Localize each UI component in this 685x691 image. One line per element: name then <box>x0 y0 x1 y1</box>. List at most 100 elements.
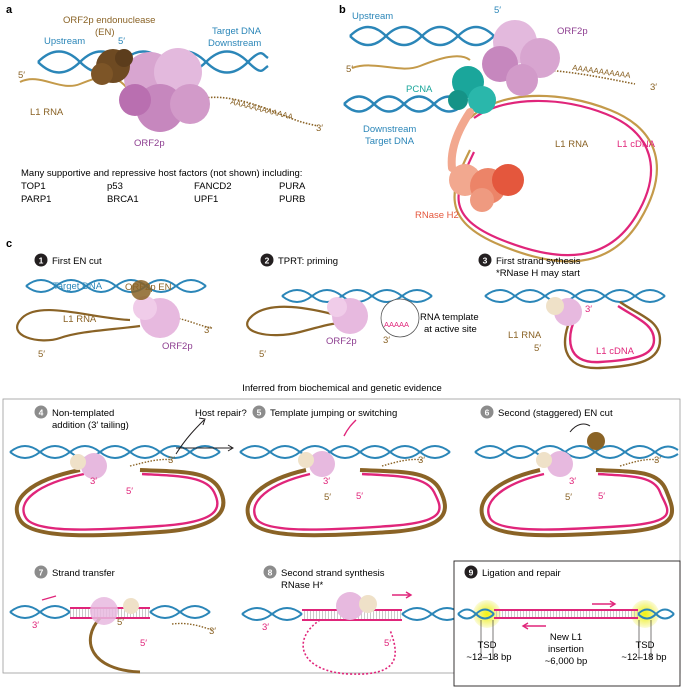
step-number: 2 <box>265 256 270 266</box>
panel-a-5prime-top-label: 5′ <box>118 36 125 47</box>
panel-a-en-domain <box>91 49 133 85</box>
step1-orf2p-en-label: ORF2p EN <box>125 282 172 293</box>
step-8: 8 Second strand synthesis RNase H* 3′ 5′ <box>241 565 463 675</box>
new-l1-label: New L1 <box>550 632 582 643</box>
step5-5prime-rna-label: 5′ <box>324 492 331 503</box>
step1-l1-rna-label: L1 RNA <box>63 314 97 325</box>
panel-a-orf2p-protein <box>119 48 210 132</box>
panel-b-orf2p-protein <box>482 20 560 96</box>
host-factor: PURB <box>279 194 305 205</box>
panel-b-pcna-protein <box>448 66 496 114</box>
step-number-badge <box>260 253 274 267</box>
tsd-left-highlight <box>473 600 501 628</box>
step-title: First EN cut <box>52 256 102 267</box>
step8-5prime-label: 5′ <box>384 638 391 649</box>
step5-5prime-label: 5′ <box>356 491 363 502</box>
panel-a-l1-rna-label: L1 RNA <box>30 107 64 118</box>
panel-a-5prime-left-label: 5′ <box>18 70 25 81</box>
step7-5prime-label: 5′ <box>140 638 147 649</box>
step-subtitle: *RNase H may start <box>496 268 580 279</box>
step7-3prime-rna-label: 3′ <box>209 626 216 637</box>
panel-b-target-dna-label: Target DNA <box>365 136 415 147</box>
panel-b-downstream-dna-helix <box>343 95 465 113</box>
step-title: Second strand synthesis <box>281 568 385 579</box>
tsd-right-highlight <box>631 600 659 628</box>
panel-b-letter: b <box>339 4 346 16</box>
step3-l1-cdna-label: L1 cDNA <box>596 346 635 357</box>
step-title: Strand transfer <box>52 568 115 579</box>
panel-b-l1-cdna-label: L1 cDNA <box>617 139 656 150</box>
step2-polya-label: AAAAA <box>384 320 409 329</box>
panel-c: c 1 First EN cut Target DNA ORF2p EN L1 … <box>2 238 681 687</box>
panel-b-l1-rna-loop <box>453 94 658 263</box>
step4-3prime-rna-label: 3′ <box>168 455 175 466</box>
step-number: 3 <box>483 256 488 266</box>
inferred-caption: Inferred from biochemical and genetic ev… <box>242 383 442 394</box>
panel-b-3prime-label: 3′ <box>650 82 657 93</box>
step-number-badge <box>480 405 494 419</box>
step5-3prime-label: 3′ <box>323 476 330 487</box>
step3-5prime-label: 5′ <box>534 343 541 354</box>
panel-a-polya-tail <box>204 96 319 127</box>
host-factor: TOP1 <box>21 181 46 192</box>
step-number-badge <box>252 405 266 419</box>
step7-3prime-label: 3′ <box>32 620 39 631</box>
step1-target-dna-label: Target DNA <box>53 281 103 292</box>
step-3: 3 First strand sythesis *RNase H may sta… <box>478 253 666 370</box>
insertion-size: ~6,000 bp <box>545 656 588 667</box>
host-factor: PURA <box>279 181 306 192</box>
step-number: 9 <box>469 568 474 578</box>
insertion-label: insertion <box>548 644 584 655</box>
step-number: 4 <box>39 408 44 418</box>
panel-b: b <box>339 4 658 263</box>
step3-l1-rna-label: L1 RNA <box>508 330 542 341</box>
step4-3prime-label: 3′ <box>90 476 97 487</box>
step8-3prime-label: 3′ <box>262 622 269 633</box>
step-2: 2 TPRT: priming RNA template at active s… <box>246 253 479 360</box>
host-repair-label: Host repair? <box>195 408 247 419</box>
step2-active-site-label: at active site <box>424 324 477 335</box>
step-title: TPRT: priming <box>278 256 338 267</box>
panel-a-letter: a <box>6 4 13 16</box>
step-title-line2: RNase H* <box>281 580 324 591</box>
host-factor: FANCD2 <box>194 181 231 192</box>
tsd-right-size: ~12–18 bp <box>621 652 666 663</box>
step2-5prime-label: 5′ <box>259 349 266 360</box>
step7-5prime-rna-label: 5′ <box>117 617 124 628</box>
host-repair-arrow <box>175 419 205 455</box>
step-title: First strand sythesis <box>496 256 581 267</box>
step-title: Non-templated <box>52 408 114 419</box>
panel-a-upstream-label: Upstream <box>44 36 85 47</box>
step-7: 7 Strand transfer 3′ 5′ 5′ 3′ <box>9 565 216 674</box>
panel-b-upstream-dna-helix <box>349 25 495 47</box>
panel-b-pcna-label: PCNA <box>406 84 433 95</box>
panel-b-rnase-h2-label: RNase H2 <box>415 210 459 221</box>
panel-a-polya-label: AAAAAAAAAAAA <box>230 97 295 121</box>
step4-5prime-label: 5′ <box>126 486 133 497</box>
host-factors-title: Many supportive and repressive host fact… <box>21 168 302 179</box>
panel-b-upstream-label: Upstream <box>352 11 393 22</box>
step-title: Ligation and repair <box>482 568 561 579</box>
step3-3prime-label: 3′ <box>585 304 592 315</box>
step-number-badge <box>464 565 478 579</box>
panel-c-letter: c <box>6 238 12 250</box>
panel-a-downstream-label: Downstream <box>208 38 261 49</box>
inferred-box <box>2 398 681 674</box>
panel-a-endonuclease-label: ORF2p endonuclease <box>63 15 155 26</box>
panel-b-5prime-left-label: 5′ <box>346 64 353 75</box>
host-factors-grid: TOP1 p53 FANCD2 PURA PARP1 BRCA1 UPF1 PU… <box>21 181 306 205</box>
step2-rna-template-label: RNA template <box>420 312 479 323</box>
step-number-badge <box>34 405 48 419</box>
step1-3prime-label: 3′ <box>204 325 211 336</box>
step2-orf2p-label: ORF2p <box>326 336 357 347</box>
step6-5prime-label: 5′ <box>598 491 605 502</box>
panel-b-l1-cdna-loop <box>457 99 652 257</box>
tsd-left-size: ~12–18 bp <box>466 652 511 663</box>
panel-b-downstream-label: Downstream <box>363 124 416 135</box>
host-factor: UPF1 <box>194 194 218 205</box>
tsd-left-label: TSD <box>478 640 497 651</box>
panel-b-rnase-h2-protein <box>447 108 524 212</box>
panel-a-target-dna-label: Target DNA <box>212 26 262 37</box>
step1-5prime-label: 5′ <box>38 349 45 360</box>
panel-b-rna-5prime-strand <box>351 55 471 70</box>
